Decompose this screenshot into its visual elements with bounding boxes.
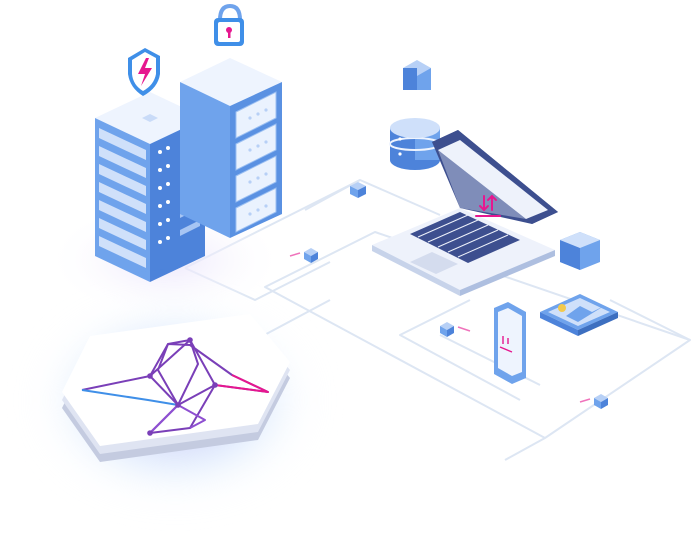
hexagon-logo-icon — [62, 314, 290, 462]
server-tower-icon — [180, 58, 282, 238]
shield-lightning-icon — [128, 48, 160, 96]
cube-node-icon — [289, 248, 318, 263]
padlock-icon — [214, 3, 244, 46]
upload-download-icon — [475, 194, 501, 217]
smartphone-icon — [494, 302, 526, 384]
image-card-icon — [540, 232, 618, 336]
database-icon — [389, 60, 441, 170]
laptop-icon — [372, 130, 558, 296]
cube-node-icon — [440, 322, 471, 337]
cube-node-icon — [350, 182, 366, 198]
cube-node-icon — [579, 394, 608, 409]
